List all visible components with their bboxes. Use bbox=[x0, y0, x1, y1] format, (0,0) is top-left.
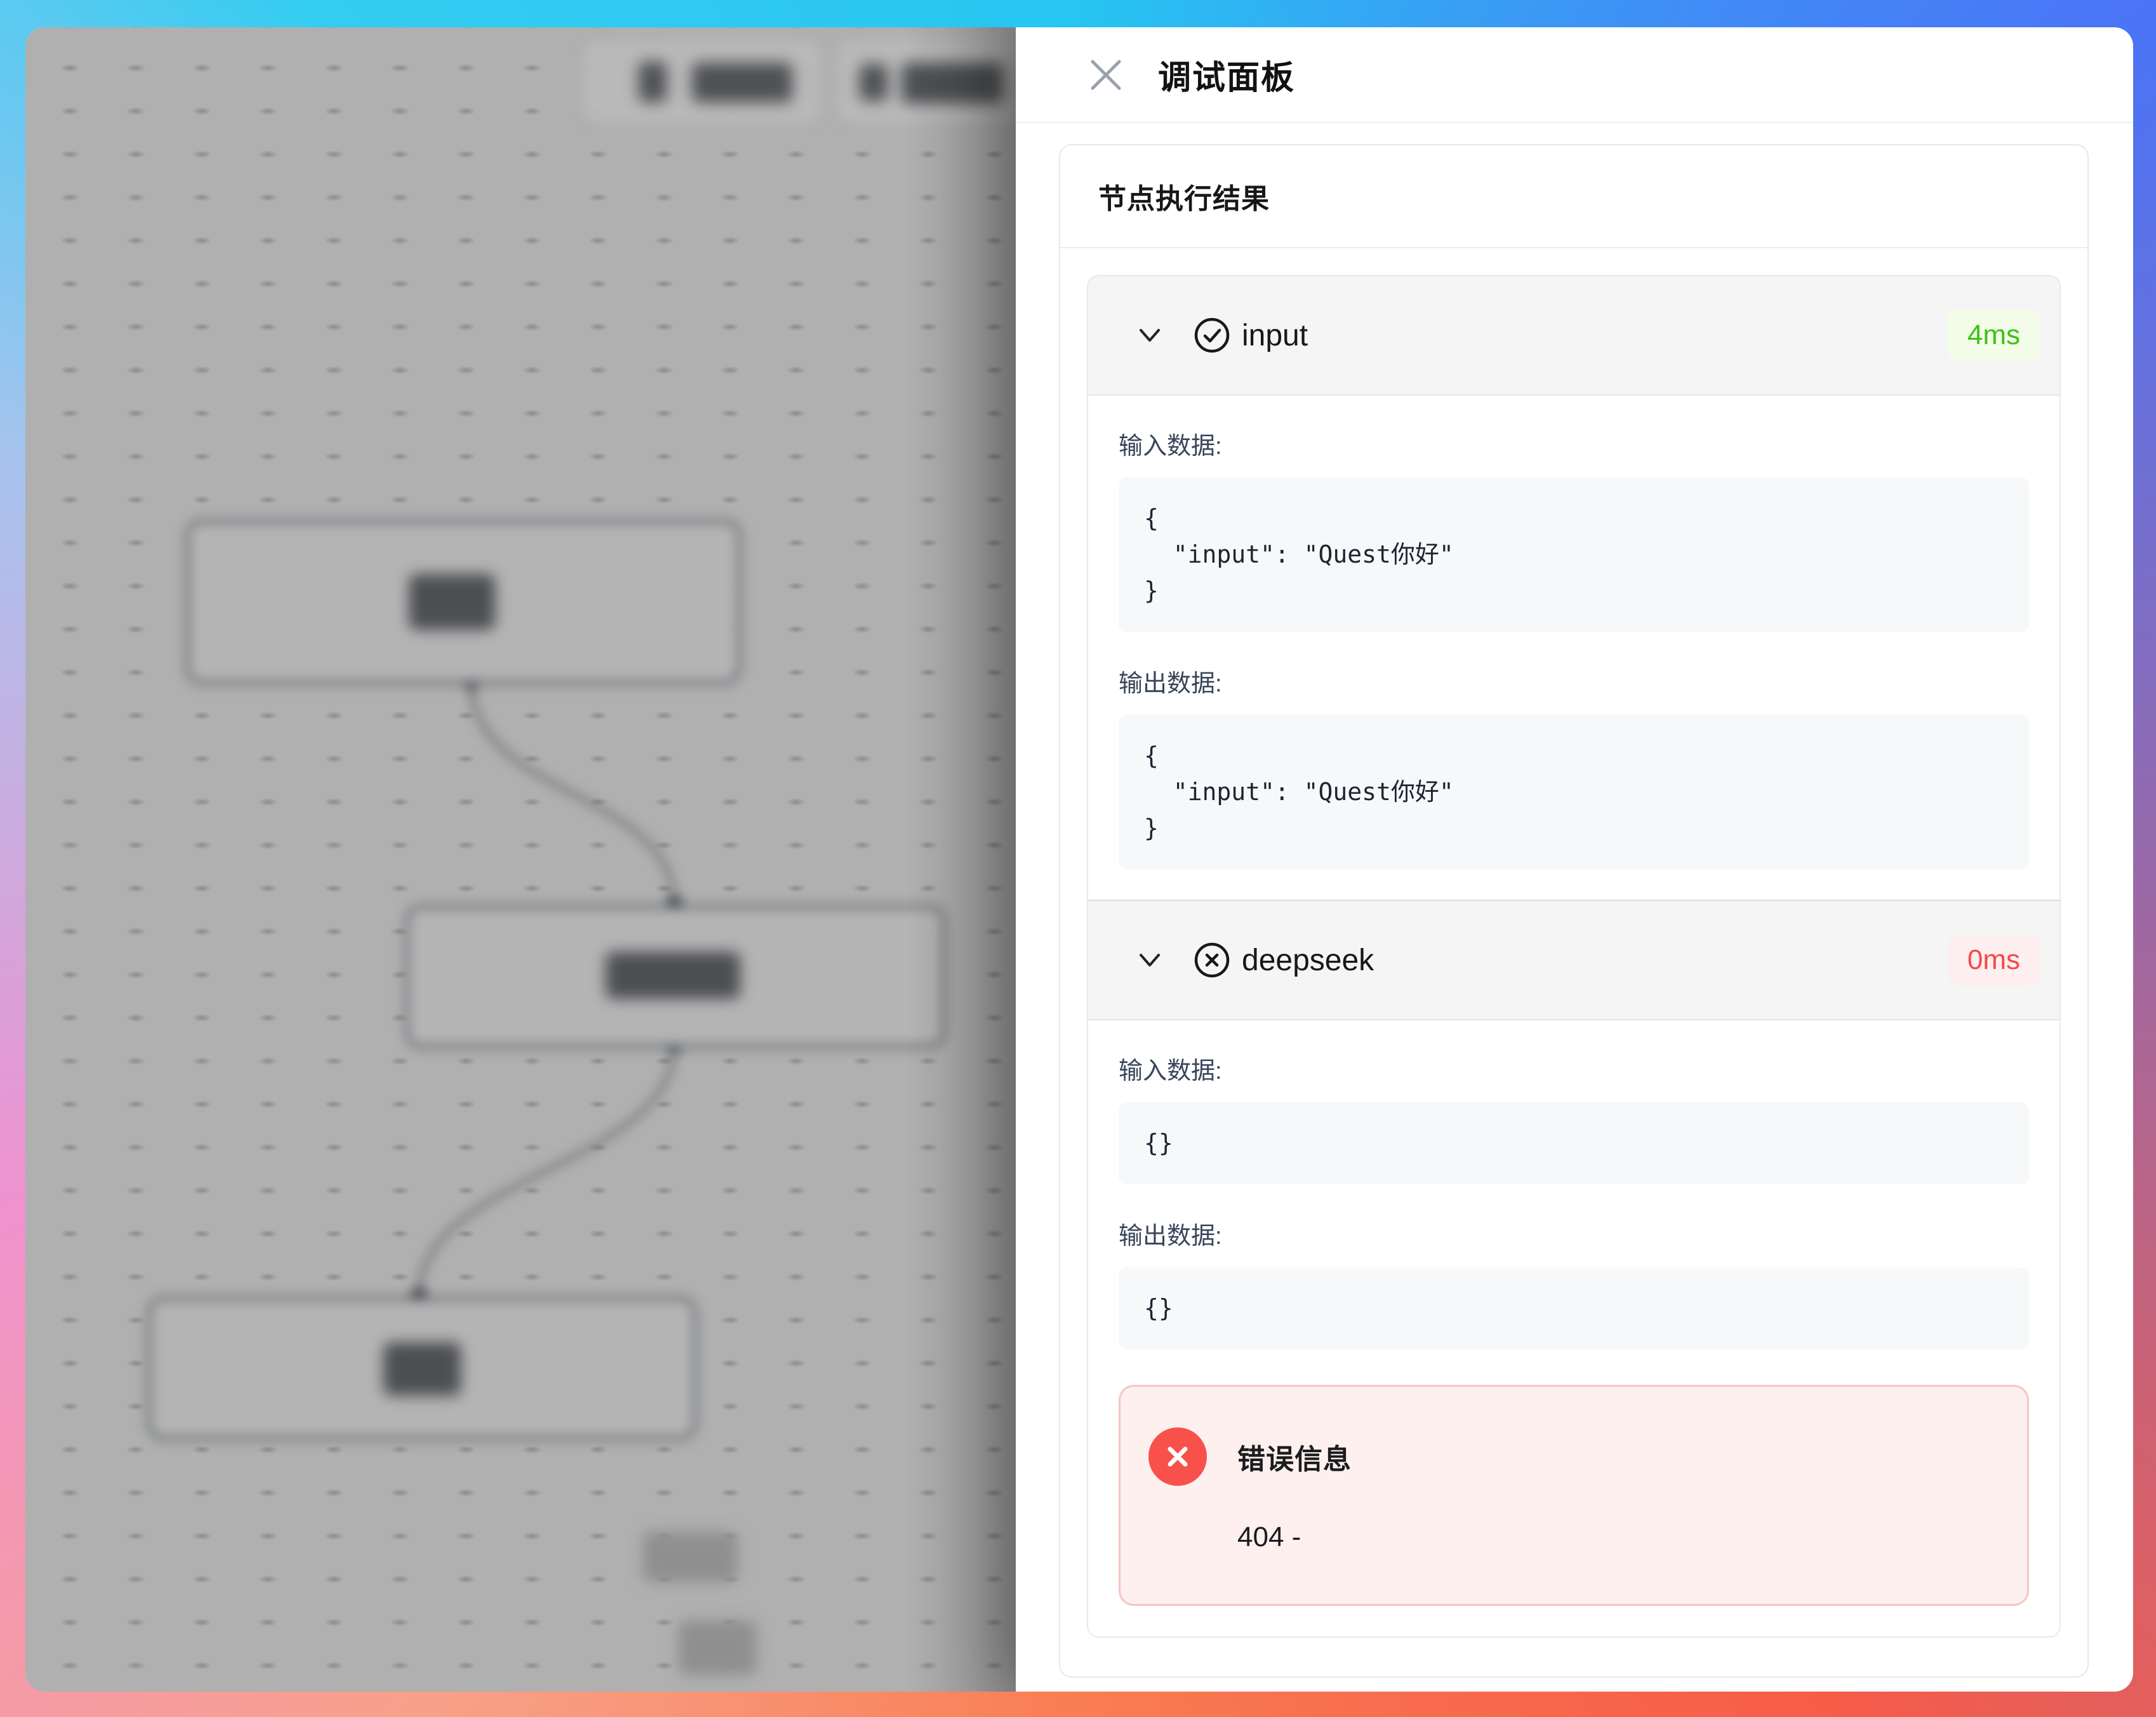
node-name: input bbox=[1242, 318, 1308, 352]
input-data-label: 输入数据: bbox=[1119, 433, 1222, 460]
node-results-list: input 4ms 输入数据: { "input": "Quest你好" } 输… bbox=[1087, 275, 2061, 1638]
workflow-node-deepseek[interactable] bbox=[405, 905, 946, 1048]
workflow-edges bbox=[410, 672, 683, 1306]
close-button[interactable] bbox=[1089, 58, 1122, 91]
canvas-chip-1[interactable] bbox=[642, 1532, 738, 1582]
error-box: 错误信息 404 - bbox=[1119, 1385, 2029, 1606]
toolbar-button-2-icon bbox=[860, 64, 888, 101]
close-icon bbox=[1091, 60, 1121, 90]
output-data-label: 输出数据: bbox=[1119, 671, 1222, 697]
node-label-blob bbox=[383, 1342, 461, 1396]
toolbar-button-1[interactable] bbox=[584, 41, 820, 123]
chevron-down-icon[interactable] bbox=[1135, 321, 1164, 350]
input-data-json: { "input": "Quest你好" } bbox=[1119, 478, 2029, 632]
toolbar-button-1-icon bbox=[639, 62, 667, 102]
results-card: 节点执行结果 bbox=[1059, 144, 2089, 1678]
node-result-body-input: 输入数据: { "input": "Quest你好" } 输出数据: { "in… bbox=[1088, 396, 2060, 900]
panel-shadow-overlay bbox=[908, 27, 1016, 1692]
output-data-json: { "input": "Quest你好" } bbox=[1119, 715, 2029, 869]
canvas-blurred-content bbox=[25, 27, 1016, 1692]
error-message: 404 - bbox=[1237, 1521, 1301, 1553]
error-x-icon bbox=[1148, 1427, 1207, 1486]
duration-badge: 4ms bbox=[1946, 309, 2040, 361]
debug-panel: 调试面板 节点执行结果 bbox=[1016, 27, 2133, 1692]
duration-badge: 0ms bbox=[1946, 934, 2040, 986]
output-data-label: 输出数据: bbox=[1119, 1223, 1222, 1250]
check-circle-icon bbox=[1194, 317, 1230, 354]
workflow-node-input[interactable] bbox=[185, 519, 742, 685]
workflow-node-output[interactable] bbox=[147, 1297, 697, 1440]
workflow-canvas[interactable] bbox=[25, 27, 1016, 1692]
results-card-title: 节点执行结果 bbox=[1060, 145, 2087, 248]
chevron-down-icon[interactable] bbox=[1135, 945, 1164, 975]
node-result-header-deepseek[interactable]: deepseek 0ms bbox=[1088, 900, 2060, 1020]
toolbar-button-1-label-blob bbox=[692, 63, 792, 102]
node-result-body-deepseek: 输入数据: {} 输出数据: {} bbox=[1088, 1020, 2060, 1636]
input-data-json: {} bbox=[1119, 1102, 2029, 1184]
debug-panel-header: 调试面板 bbox=[1016, 27, 2133, 123]
input-data-label: 输入数据: bbox=[1119, 1058, 1222, 1085]
toolbar-button-2[interactable] bbox=[838, 41, 1016, 123]
node-label-blob bbox=[409, 574, 495, 630]
toolbar-button-2-label-blob bbox=[902, 63, 1003, 104]
node-name: deepseek bbox=[1242, 943, 1374, 977]
x-circle-icon bbox=[1194, 942, 1230, 979]
output-data-json: {} bbox=[1119, 1267, 2029, 1349]
panel-title: 调试面板 bbox=[1158, 60, 1296, 97]
app-window: 调试面板 节点执行结果 bbox=[25, 27, 2133, 1692]
results-card-body: input 4ms 输入数据: { "input": "Quest你好" } 输… bbox=[1060, 248, 2087, 1676]
node-label-blob bbox=[606, 952, 740, 999]
canvas-chip-2[interactable] bbox=[678, 1620, 757, 1675]
node-result-header-input[interactable]: input 4ms bbox=[1088, 276, 2060, 396]
error-title: 错误信息 bbox=[1237, 1444, 1352, 1475]
error-head: 错误信息 bbox=[1148, 1427, 1999, 1486]
